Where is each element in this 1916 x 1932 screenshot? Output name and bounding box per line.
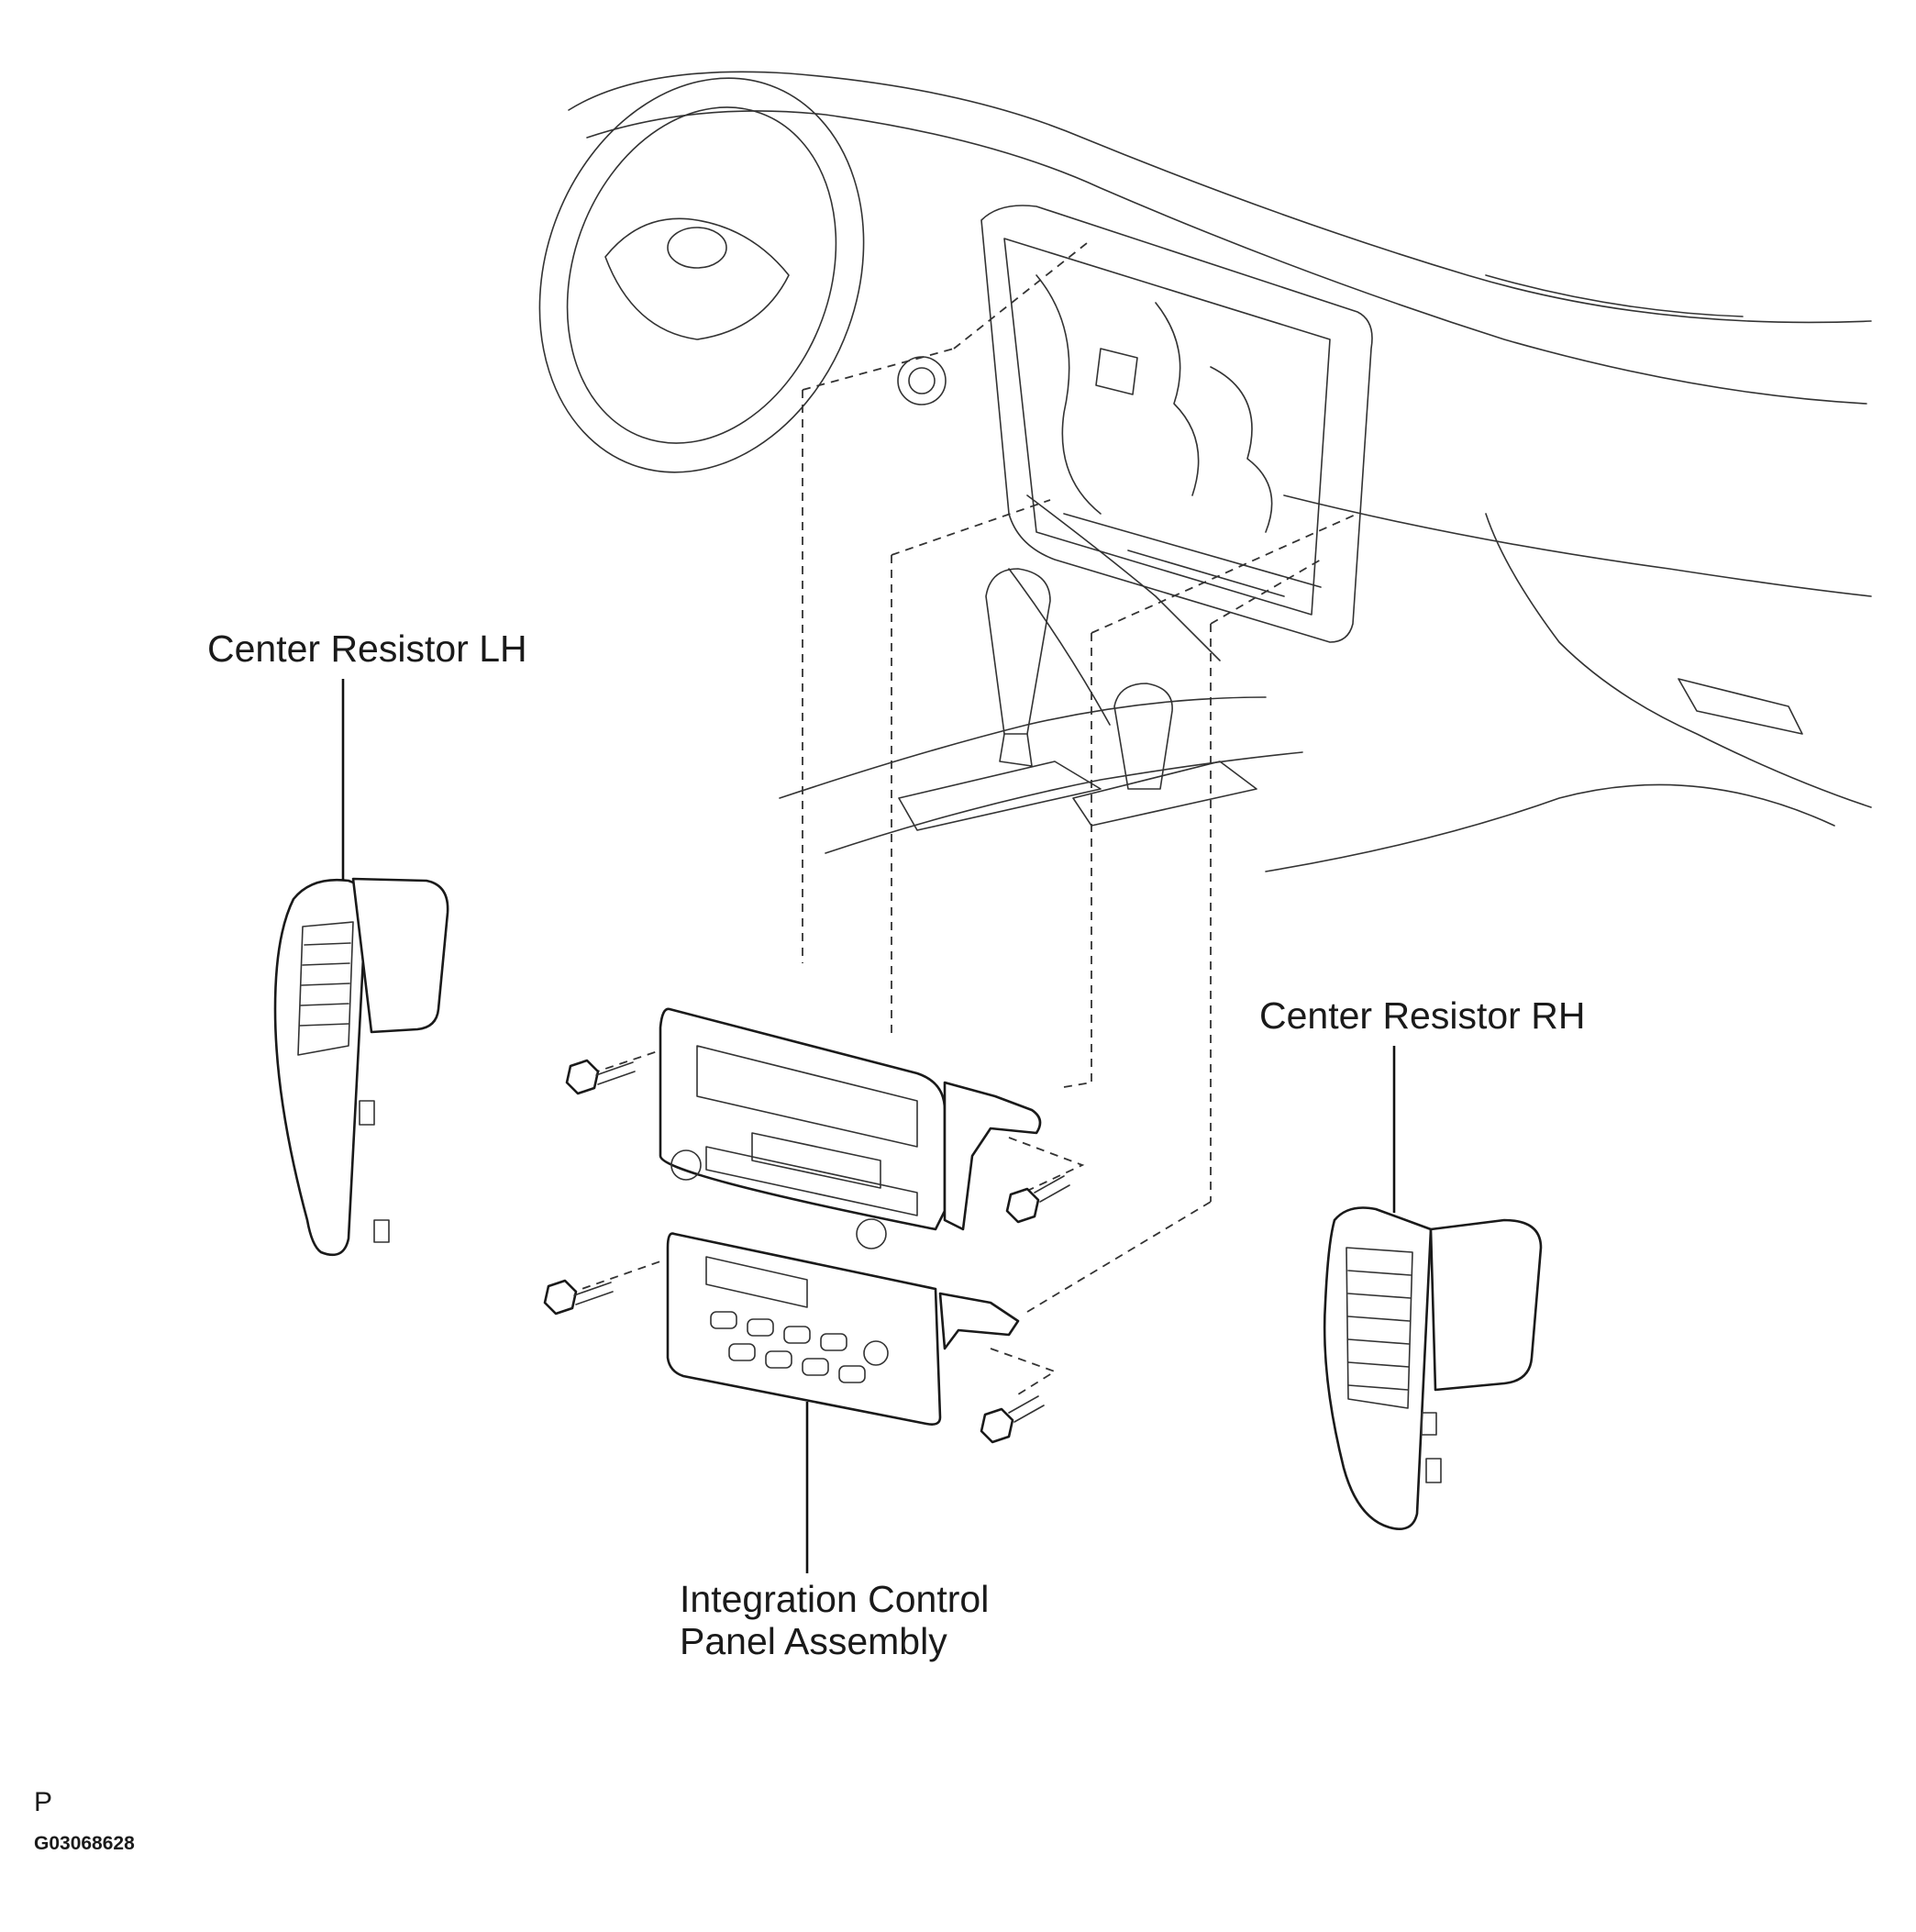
section-mark: P: [34, 1787, 53, 1817]
bolt-lower-right: [980, 1395, 1045, 1444]
label-integration-control-panel-line2: Panel Assembly: [680, 1620, 947, 1662]
center-console-opening: [980, 205, 1373, 643]
center-resistor-rh-part: [1323, 1206, 1543, 1530]
bolt-lower-left: [543, 1279, 614, 1316]
gear-shifters: [985, 568, 1173, 790]
bolt-upper-right: [1005, 1175, 1070, 1224]
label-center-resistor-rh: Center Resistor RH: [1259, 994, 1586, 1037]
figure-code: G03068628: [34, 1833, 135, 1854]
center-resistor-lh-part: [273, 877, 449, 1257]
label-center-resistor-lh: Center Resistor LH: [207, 627, 527, 670]
steering-wheel: [538, 77, 947, 473]
label-integration-control-panel-line1: Integration Control: [680, 1578, 990, 1620]
bolts: [543, 1059, 1070, 1444]
integration-control-panel-part: [659, 1007, 1042, 1426]
bolt-upper-left: [565, 1059, 636, 1095]
alignment-dashes: [568, 242, 1358, 1395]
dashboard-outline: [568, 71, 1872, 872]
